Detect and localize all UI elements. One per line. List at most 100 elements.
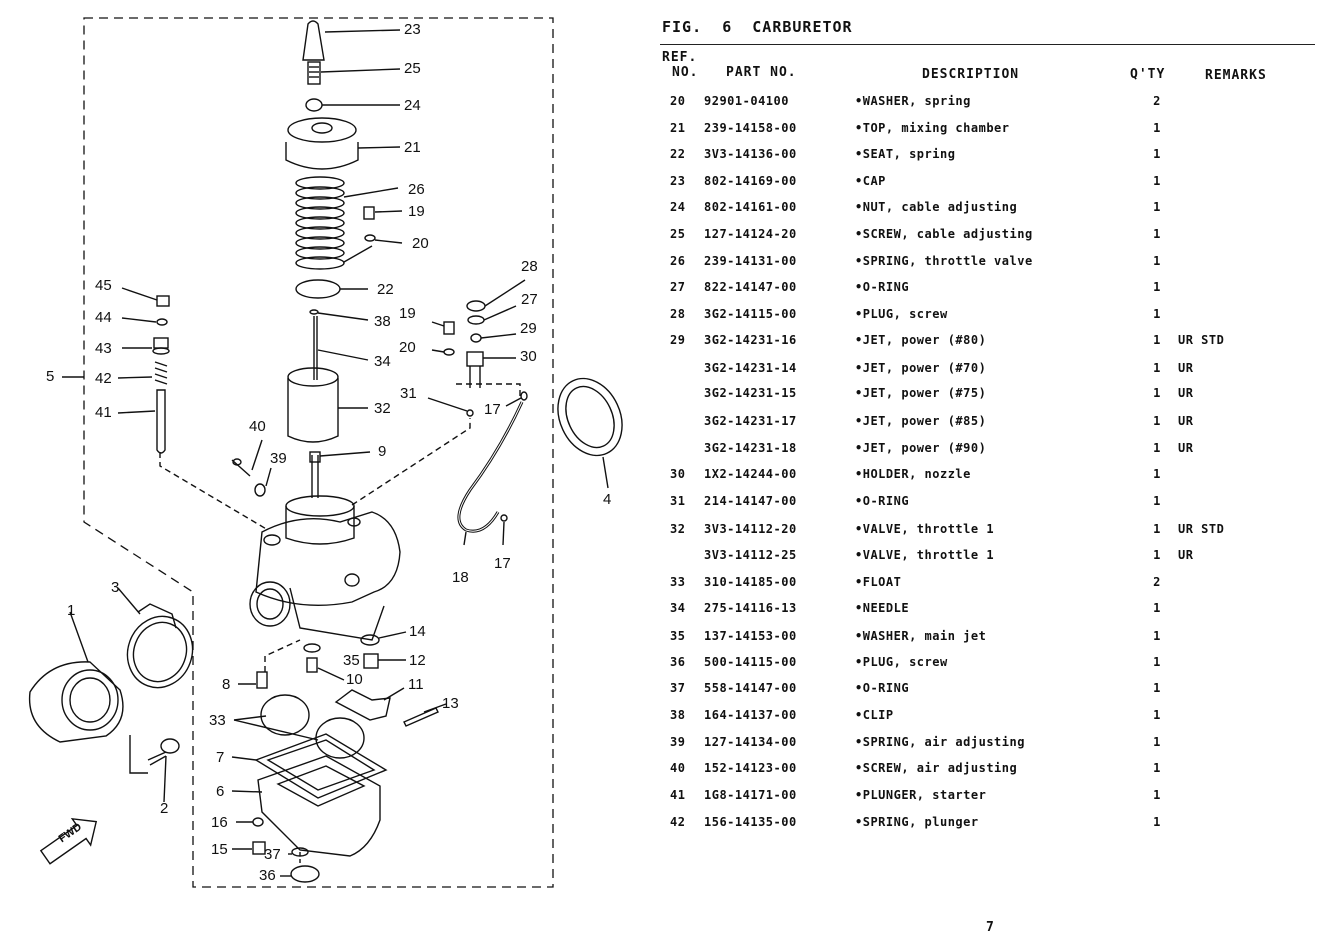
remarks: UR — [1178, 386, 1194, 400]
part-number: 3V3-14136-00 — [704, 147, 797, 161]
ref-number: 20 — [670, 94, 686, 108]
description: •O-RING — [855, 280, 910, 294]
description: •SPRING, throttle valve — [855, 254, 1033, 268]
part-number: 558-14147-00 — [704, 681, 797, 695]
ref-number: 39 — [670, 735, 686, 749]
ref-number: 33 — [670, 575, 686, 589]
figure-title: FIG. 6 CARBURETOR — [662, 18, 853, 36]
description: •JET, power (#90) — [855, 441, 987, 455]
callout-36: 36 — [259, 867, 276, 884]
ref-number: 32 — [670, 522, 686, 536]
callout-35: 35 — [343, 652, 360, 669]
part-number: 310-14185-00 — [704, 575, 797, 589]
quantity: 1 — [1153, 467, 1161, 481]
header-rule — [660, 44, 1315, 45]
part-number: 500-14115-00 — [704, 655, 797, 669]
remarks: UR STD — [1178, 333, 1225, 347]
quantity: 1 — [1153, 333, 1161, 347]
description: •SEAT, spring — [855, 147, 956, 161]
callout-39: 39 — [270, 450, 287, 467]
callout-21: 21 — [404, 139, 421, 156]
quantity: 1 — [1153, 655, 1161, 669]
remarks: UR — [1178, 414, 1194, 428]
part-number: 239-14131-00 — [704, 254, 797, 268]
quantity: 1 — [1153, 815, 1161, 829]
description: •O-RING — [855, 494, 910, 508]
remarks: UR — [1178, 361, 1194, 375]
quantity: 1 — [1153, 441, 1161, 455]
quantity: 1 — [1153, 227, 1161, 241]
description: •JET, power (#80) — [855, 333, 987, 347]
part-number: 239-14158-00 — [704, 121, 797, 135]
description: •NEEDLE — [855, 601, 910, 615]
quantity: 1 — [1153, 307, 1161, 321]
quantity: 1 — [1153, 147, 1161, 161]
callout-45: 45 — [95, 277, 112, 294]
description: •PLUNGER, starter — [855, 788, 987, 802]
ref-number: 34 — [670, 601, 686, 615]
ref-number: 23 — [670, 174, 686, 188]
callout-43: 43 — [95, 340, 112, 357]
part-number: 137-14153-00 — [704, 629, 797, 643]
callout-10: 10 — [346, 671, 363, 688]
page-number: 7 — [986, 920, 994, 935]
callout-23: 23 — [404, 21, 421, 38]
quantity: 1 — [1153, 708, 1161, 722]
description: •JET, power (#70) — [855, 361, 987, 375]
callout-9: 9 — [378, 443, 387, 460]
description: •TOP, mixing chamber — [855, 121, 1010, 135]
callout-32: 32 — [374, 400, 391, 417]
ref-number: 41 — [670, 788, 686, 802]
header-qty: Q'TY — [1130, 67, 1166, 82]
header-ref-line1: REF. — [662, 50, 698, 65]
callout-11: 11 — [408, 676, 424, 693]
header-part-no: PART NO. — [726, 65, 797, 80]
part-number: 3G2-14231-17 — [704, 414, 797, 428]
figure-name: CARBURETOR — [752, 18, 853, 36]
quantity: 1 — [1153, 681, 1161, 695]
remarks: UR — [1178, 548, 1194, 562]
ref-number: 38 — [670, 708, 686, 722]
description: •WASHER, spring — [855, 94, 971, 108]
description: •VALVE, throttle 1 — [855, 548, 995, 562]
part-number: 214-14147-00 — [704, 494, 797, 508]
description: •PLUG, screw — [855, 307, 948, 321]
part-number: 3V3-14112-20 — [704, 522, 797, 536]
quantity: 1 — [1153, 601, 1161, 615]
description: •FLOAT — [855, 575, 902, 589]
description: •CAP — [855, 174, 886, 188]
carburetor-drawing — [28, 17, 623, 888]
part-number: 164-14137-00 — [704, 708, 797, 722]
callout-27: 27 — [521, 291, 538, 308]
callout-13: 13 — [442, 695, 459, 712]
ref-number: 21 — [670, 121, 686, 135]
callout-2: 2 — [160, 800, 169, 817]
description: •SCREW, air adjusting — [855, 761, 1018, 775]
callout-20: 20 — [412, 235, 429, 252]
remarks: UR — [1178, 441, 1194, 455]
ref-number: 27 — [670, 280, 686, 294]
description: •SPRING, plunger — [855, 815, 979, 829]
callout-41: 41 — [95, 404, 112, 421]
part-number: 3G2-14231-15 — [704, 386, 797, 400]
callout-28: 28 — [521, 258, 538, 275]
ref-number: 36 — [670, 655, 686, 669]
quantity: 1 — [1153, 548, 1161, 562]
part-number: 3G2-14231-18 — [704, 441, 797, 455]
quantity: 1 — [1153, 735, 1161, 749]
callout-4: 4 — [603, 491, 612, 508]
quantity: 2 — [1153, 94, 1161, 108]
callout-19: 19 — [408, 203, 425, 220]
